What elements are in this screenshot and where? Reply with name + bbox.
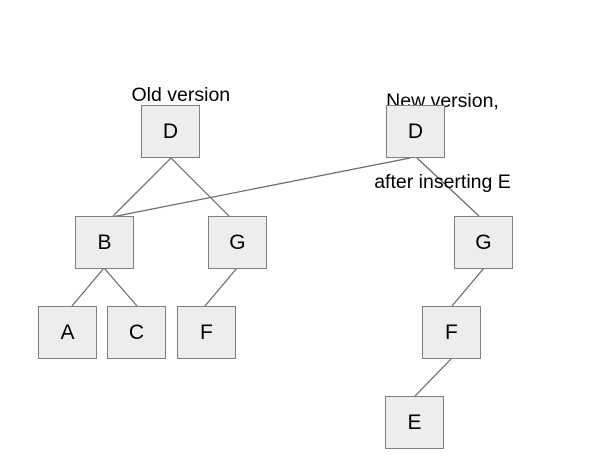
caption-new-version-line2: after inserting E [374, 171, 511, 193]
caption-old-version: Old version [0, 55, 340, 136]
edge-Bold-Aold [71, 267, 105, 307]
tree-node-b-old[interactable]: B [75, 216, 134, 269]
edge-Fnew-Enew [414, 357, 453, 397]
edge-Dold-Gold [170, 157, 230, 217]
caption-old-version-text: Old version [131, 84, 231, 106]
tree-node-g-new[interactable]: G [454, 216, 513, 269]
edge-Gold-Fold [204, 267, 238, 307]
tree-node-label: E [407, 411, 422, 434]
edge-Bold-Cold [103, 267, 138, 307]
tree-node-label: A [60, 321, 75, 344]
tree-node-f-old[interactable]: F [177, 306, 236, 359]
tree-node-label: F [200, 321, 213, 344]
tree-node-a-old[interactable]: A [38, 306, 97, 359]
tree-node-label: D [407, 120, 424, 143]
tree-node-d-old[interactable]: D [141, 105, 200, 158]
edge-Gnew-Fnew [451, 267, 485, 307]
tree-node-label: C [128, 321, 145, 344]
tree-node-c-old[interactable]: C [107, 306, 166, 359]
tree-node-d-new[interactable]: D [386, 105, 445, 158]
tree-node-f-new[interactable]: F [422, 306, 481, 359]
tree-node-label: F [445, 321, 458, 344]
tree-node-g-old[interactable]: G [208, 216, 267, 269]
tree-node-label: G [475, 231, 492, 254]
tree-node-label: G [229, 231, 246, 254]
edge-Dold-Bold [112, 157, 172, 217]
tree-node-e-new[interactable]: E [385, 396, 444, 449]
tree-node-label: D [162, 120, 179, 143]
tree-node-label: B [97, 231, 112, 254]
